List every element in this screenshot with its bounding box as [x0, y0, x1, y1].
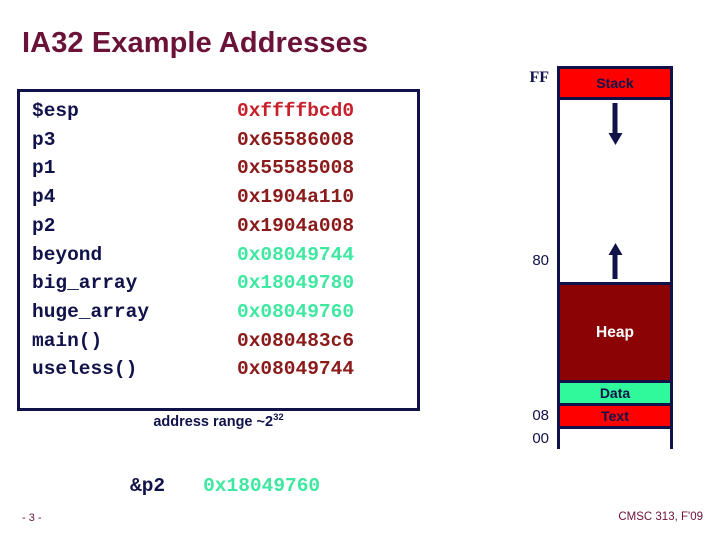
address-range-caption: address range ~232	[17, 412, 420, 430]
address-table-box: $esp 0xffffbcd0 p3 0x65586008 p1 0x55585…	[17, 89, 420, 411]
address-cell: 0x1904a110	[237, 186, 355, 209]
table-row: p4 0x1904a110	[32, 183, 410, 212]
address-cell: 0x55585008	[237, 157, 355, 180]
memory-block-heap: Heap	[560, 282, 670, 380]
table-row: big_array 0x18049780	[32, 269, 410, 298]
symbol-cell: p1	[32, 157, 56, 180]
memory-address-label-08: 08	[532, 407, 549, 424]
p2-address-value: 0x18049760	[203, 475, 321, 497]
memory-block-text: Text	[560, 403, 670, 429]
table-row: beyond 0x08049744	[32, 241, 410, 270]
address-cell: 0x080483c6	[237, 329, 355, 352]
memory-address-label-80: 80	[532, 252, 549, 269]
address-range-text: address range ~2	[153, 414, 274, 430]
memory-block-unmapped	[560, 429, 670, 452]
address-cell: 0xffffbcd0	[237, 100, 355, 122]
stack-growth-down-arrow-icon	[612, 103, 618, 134]
memory-block-data: Data	[560, 380, 670, 403]
table-row: huge_array 0x08049760	[32, 298, 410, 327]
table-row: main() 0x080483c6	[32, 327, 410, 356]
address-cell: 0x08049760	[237, 300, 355, 323]
address-cell: 0x08049744	[237, 243, 355, 266]
memory-block-stack: Stack	[560, 69, 670, 100]
symbol-cell: p3	[32, 128, 56, 151]
symbol-cell: beyond	[32, 243, 103, 266]
symbol-cell: big_array	[32, 272, 138, 295]
p2-label: &p2	[130, 475, 166, 497]
symbol-cell: main()	[32, 329, 103, 352]
table-row: p2 0x1904a008	[32, 212, 410, 241]
memory-layout-diagram: FF 80 08 00 Stack Heap Data Text	[500, 66, 700, 453]
address-cell: 0x1904a008	[237, 214, 355, 237]
table-row: p3 0x65586008	[32, 126, 410, 155]
symbol-cell: useless()	[32, 358, 138, 381]
address-range-exponent: 32	[273, 412, 284, 424]
address-table: $esp 0xffffbcd0 p3 0x65586008 p1 0x55585…	[32, 97, 410, 384]
memory-address-label-ff: FF	[529, 69, 549, 86]
symbol-cell: p2	[32, 214, 56, 237]
table-row: useless() 0x08049744	[32, 355, 410, 384]
course-credit: CMSC 313, F'09	[618, 511, 703, 523]
table-row: p1 0x55585008	[32, 154, 410, 183]
memory-address-label-00: 00	[532, 430, 549, 447]
table-row: $esp 0xffffbcd0	[32, 97, 410, 126]
memory-column: Stack Heap Data Text	[557, 66, 673, 452]
symbol-cell: huge_array	[32, 300, 150, 323]
symbol-cell: p4	[32, 186, 56, 209]
heap-growth-up-arrow-icon	[612, 254, 618, 279]
address-cell: 0x18049780	[237, 272, 355, 295]
address-cell: 0x08049744	[237, 358, 355, 381]
p2-address-line: &p2 0x18049760	[130, 475, 430, 497]
symbol-cell: $esp	[32, 100, 79, 122]
page-number: - 3 -	[22, 512, 42, 524]
address-cell: 0x65586008	[237, 128, 355, 151]
page-title: IA32 Example Addresses	[22, 27, 369, 59]
